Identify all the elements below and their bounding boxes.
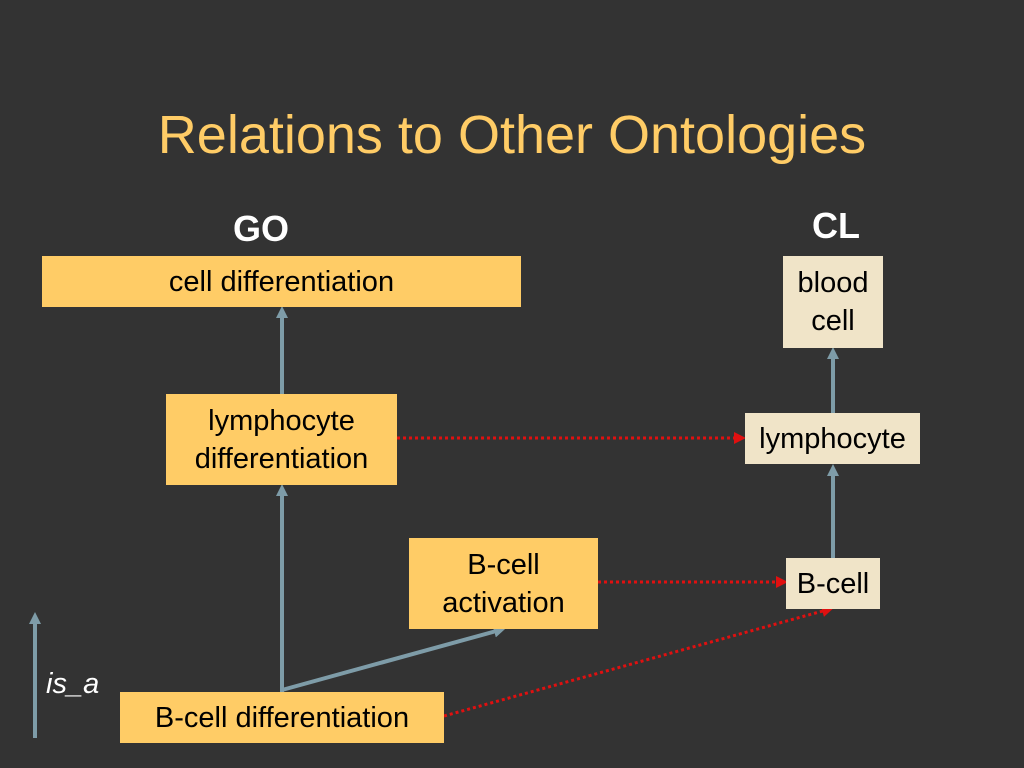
go-term-lymphocyte-differentiation: lymphocyte differentiation [166, 394, 397, 485]
cl-column-header: CL [812, 205, 860, 246]
go-term-bcell-differentiation: B-cell differentiation [120, 692, 444, 743]
go-column-header: GO [233, 208, 290, 249]
cl-term-bcell: B-cell [786, 558, 880, 609]
go-term-bcell-activation: B-cell activation [409, 538, 598, 629]
cl-term-lymphocyte: lymphocyte [745, 413, 920, 464]
legend-isa-label: is_a [46, 668, 100, 700]
edge-bcell-diff-to-bcell-activation [281, 625, 506, 692]
cross-edge-bcell-diff-to-bcell [443, 605, 834, 718]
cl-term-blood-cell: blood cell [783, 256, 883, 348]
go-term-cell-differentiation: cell differentiation [42, 256, 521, 307]
slide-title: Relations to Other Ontologies [157, 105, 867, 165]
